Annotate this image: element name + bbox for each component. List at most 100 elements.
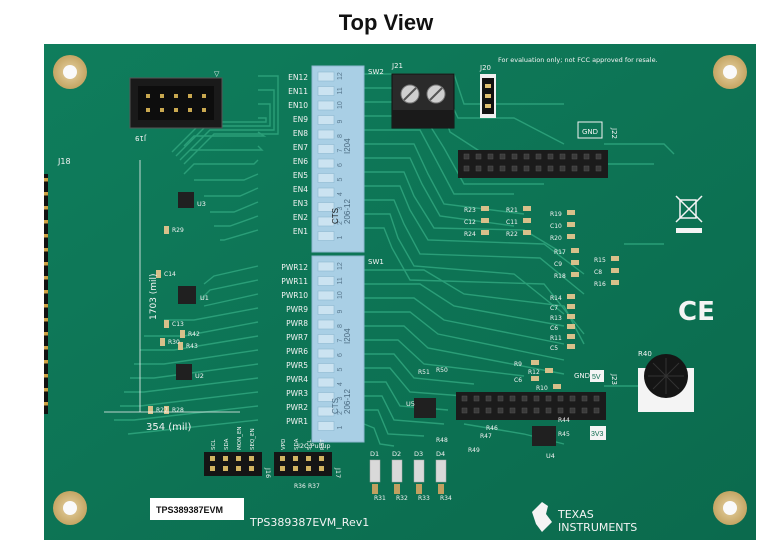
resistor-label: R34: [440, 495, 452, 502]
pwr-label: PWR3: [286, 389, 308, 398]
resistor-label: R19: [550, 211, 562, 218]
dip-lever: [317, 406, 335, 417]
passive-part: [571, 260, 579, 265]
en-label: EN3: [293, 199, 308, 208]
header-pin: [223, 466, 228, 471]
j18-pin: [44, 220, 48, 224]
header-pin-label: SEQ_EN: [250, 428, 256, 450]
header-pin: [583, 153, 590, 160]
resistor-label: R9: [514, 361, 522, 368]
j19-pin: [160, 108, 164, 112]
header-pin: [461, 407, 468, 414]
dip-lever-number: 3: [337, 397, 344, 401]
led: [435, 459, 447, 483]
resistor-label: C12: [464, 219, 476, 226]
passive-part: [545, 368, 553, 373]
board-revision: TPS389387EVM_Rev1: [249, 516, 369, 529]
j19-pin: [160, 94, 164, 98]
resistor-label: R17: [554, 249, 566, 256]
header-pin: [535, 153, 542, 160]
header-pin: [210, 456, 215, 461]
header-pin: [236, 466, 241, 471]
sw1-brand: CTS: [331, 398, 340, 414]
passive-part: [611, 268, 619, 273]
passive-part: [567, 314, 575, 319]
passive-part: [481, 230, 489, 235]
dip-lever-number: 6: [337, 163, 344, 167]
header-pin: [593, 395, 600, 402]
passive-part: [531, 360, 539, 365]
j19-pin: [202, 108, 206, 112]
sw1-series: I204: [343, 328, 352, 344]
dip-lever-number: 3: [337, 207, 344, 211]
j20-label: J20: [479, 64, 491, 72]
dip-lever: [317, 202, 335, 212]
dip-lever: [317, 86, 335, 96]
dip-lever: [317, 129, 335, 140]
j18-pin: [44, 262, 48, 266]
resistor-label: R30: [168, 339, 180, 346]
dip-lever: [317, 71, 335, 82]
header-pin: [306, 456, 311, 461]
header-pin: [210, 466, 215, 471]
dip-lever: [317, 377, 335, 388]
dip-lever-number: 6: [337, 353, 344, 357]
resistor-label: R47: [480, 433, 492, 440]
mounting-holes: [53, 55, 747, 525]
fcc-notice: For evaluation only; not FCC approved fo…: [498, 56, 658, 64]
u2-label: U2: [195, 372, 204, 380]
dip-lever: [317, 290, 335, 301]
header-pin: [485, 407, 492, 414]
resistor-label: C11: [506, 219, 518, 226]
j19-header: J19 ▽: [129, 70, 223, 142]
resistor-label: R44: [558, 417, 570, 424]
page-title: Top View: [338, 10, 434, 35]
j18-pin: [44, 388, 48, 392]
header-pin: [461, 395, 468, 402]
header-pin: [559, 165, 566, 172]
j20-jumper[interactable]: J20: [479, 64, 496, 118]
sw2-part: 206-12: [343, 199, 352, 224]
pwr-label: PWR9: [286, 305, 308, 314]
header-pin: [293, 466, 298, 471]
resistor-label: R42: [188, 331, 200, 338]
passive-part: [481, 218, 489, 223]
header-pin: [545, 395, 552, 402]
j18-pin: [44, 248, 48, 252]
header-pin: [280, 466, 285, 471]
header-pin: [593, 407, 600, 414]
passive-part: [553, 384, 561, 389]
resistor-label: R28: [172, 407, 184, 414]
j19-pin: [188, 94, 192, 98]
header-pin: [463, 165, 470, 172]
j18-pin: [44, 276, 48, 280]
header-pin: [547, 153, 554, 160]
header-pin-label: SCL: [307, 439, 313, 450]
header-pin: [523, 165, 530, 172]
dip-lever-number: 1: [337, 236, 344, 240]
resistor-label: R18: [554, 273, 566, 280]
dip-lever: [317, 187, 335, 198]
passive-part: [567, 234, 575, 239]
dim-vertical: 1703 (mil): [149, 273, 159, 320]
resistor-label: R31: [374, 495, 386, 502]
ti-logo-line1: TEXAS: [557, 508, 594, 521]
resistor-label: R22: [506, 231, 518, 238]
header-pin: [545, 407, 552, 414]
j23-header: GND 5V 3V3 J23: [456, 370, 618, 440]
j21-label: J21: [391, 62, 403, 70]
header-pin-label: VPD: [281, 439, 287, 450]
dip-lever-number: 10: [337, 101, 344, 109]
passive-part: [567, 294, 575, 299]
j18-pin: [44, 192, 48, 196]
header-pin: [509, 407, 516, 414]
j18-pin: [44, 304, 48, 308]
r40-potentiometer[interactable]: R40: [638, 350, 694, 412]
dip-lever: [317, 261, 335, 272]
dip-lever-number: 2: [337, 411, 344, 415]
resistor-label: R10: [536, 385, 548, 392]
